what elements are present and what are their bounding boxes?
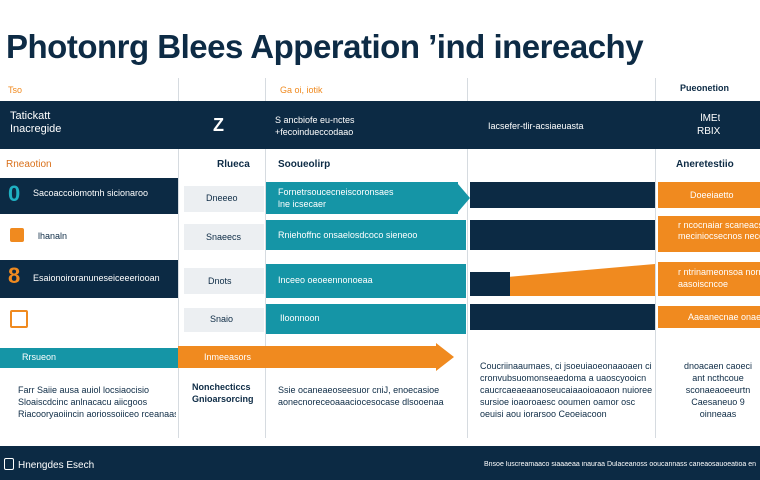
- subheader-mid2: Sooueolirp: [278, 159, 331, 170]
- grid-line: [655, 78, 656, 438]
- top-band: [0, 101, 760, 149]
- top-band-description: S ancbiofe eu-nctes +fecoindueccodaao: [275, 115, 355, 137]
- bottom-col3-text: Ssie ocaneaeoseesuor cniJ, enoecasioe ao…: [278, 385, 444, 407]
- row-2-category-cell: [184, 224, 264, 250]
- footer-right-text: Bnsoe luscreamaaco siaaaeaa inauraa Dula…: [484, 461, 756, 468]
- row-2-bar-text: Rniehoffnc onsaelosdcoco sieneoo: [278, 230, 418, 240]
- row-3-orange-cell: [658, 262, 760, 296]
- row-4-category: Snaio: [210, 314, 234, 324]
- top-band-label: Tatickatt Inacregide: [10, 110, 62, 135]
- row-3-label-cell: [0, 260, 178, 298]
- subheader-mid: Rlueca: [217, 159, 250, 170]
- row-2-right-text: r ncocnaiar scaneacs meciniocsecnos neco…: [678, 220, 760, 241]
- row-1-label-cell: [0, 178, 178, 214]
- row-3-orange-bar: [510, 264, 655, 296]
- header-col1-label: Tso: [8, 85, 23, 95]
- row-3-number: 8: [8, 263, 21, 288]
- row-1-right-text: Doeeiaetto: [690, 190, 734, 200]
- row-1-category: Dneeeo: [206, 193, 238, 203]
- row-3-right-text: r ntrinameonsoa norn aasoiscncoe: [678, 267, 760, 289]
- grid-line: [467, 78, 468, 438]
- row-3-category: Dnots: [208, 276, 232, 286]
- row-3-category-cell: [184, 268, 264, 294]
- bottom-col2-text: Nonchecticcs Gnioarsorcing: [192, 382, 254, 404]
- row-1-label: Sacoaccoiomotnh sicionaroo: [33, 188, 149, 198]
- top-band-value: Z: [213, 115, 224, 135]
- home-icon: [10, 228, 24, 242]
- subheader-left: Rneaotion: [6, 159, 52, 170]
- row-4-orange-cell: [658, 306, 760, 328]
- header-col5-label: Pueonetion: [680, 83, 729, 93]
- subheader-right: Aneretestiio: [676, 159, 734, 170]
- row-3-teal-bar: [266, 264, 466, 298]
- row-4-teal-bar: [266, 304, 466, 334]
- row-2-navy-bar: [470, 220, 655, 250]
- building-icon: [10, 310, 28, 328]
- row-2-orange-cell: [658, 216, 760, 252]
- row-2-category: Snaeecs: [206, 232, 242, 242]
- row-1-orange-cell: [658, 182, 760, 208]
- footer-logo-text: Hnengdes Esech: [18, 460, 95, 471]
- row-1-category-cell: [184, 186, 264, 212]
- row-4-navy-bar: [470, 304, 655, 330]
- row-1-teal-bar: [266, 182, 458, 214]
- row-1-arrow-tip: [458, 184, 470, 212]
- logo-icon: [4, 458, 14, 470]
- top-band-center-text: Iacsefer-tlir-acsiaeuasta: [488, 121, 584, 131]
- row-2-label: lhanaln: [38, 231, 68, 241]
- top-band-right-label: lMEt RBIX: [697, 113, 721, 137]
- row-3-bar-text: Inceeo oeoeennonoeaa: [278, 275, 373, 285]
- grid-line: [265, 78, 266, 438]
- footer-bar: [0, 446, 760, 480]
- row-3-navy-bar: [470, 272, 510, 296]
- row-2-teal-bar: [266, 220, 466, 250]
- highlight-arrow-tip: [436, 343, 454, 371]
- highlight-mid-label: Inmeeasors: [204, 352, 252, 362]
- row-4-bar-text: Iloonnoon: [280, 313, 320, 323]
- bottom-col1-text: Farr Saiie ausa auiol locsiaocisio Sloai…: [18, 385, 176, 419]
- page-title: Photonrg Blees Apperation ’ind inereachy: [6, 28, 644, 65]
- highlight-left-label: Rrsueon: [22, 352, 57, 362]
- row-4-right-text: Aaeanecnae onaeeoonoe: [688, 312, 760, 322]
- highlight-orange-bar: [178, 346, 436, 368]
- row-1-bar-text: Fornetrsoucecneiscoronsaes lne icsecaer: [278, 187, 394, 209]
- header-col2-label: Ga oi, iotik: [280, 85, 323, 95]
- grid-line: [178, 78, 179, 438]
- row-3-label: Esaionoiroranuneseiceeeriooan: [33, 273, 160, 283]
- bottom-col4-text: Coucriinaaumaes, ci jsoeuiaoeonaaoaen ci…: [480, 361, 652, 419]
- row-1-navy-bar: [470, 182, 655, 208]
- row-1-number: 0: [8, 181, 21, 206]
- bottom-col5-text: dnoacaen caoeci ant ncthcoue sconaeaoeeu…: [683, 361, 753, 419]
- row-4-category-cell: [184, 308, 264, 332]
- highlight-teal-bar: [0, 348, 178, 368]
